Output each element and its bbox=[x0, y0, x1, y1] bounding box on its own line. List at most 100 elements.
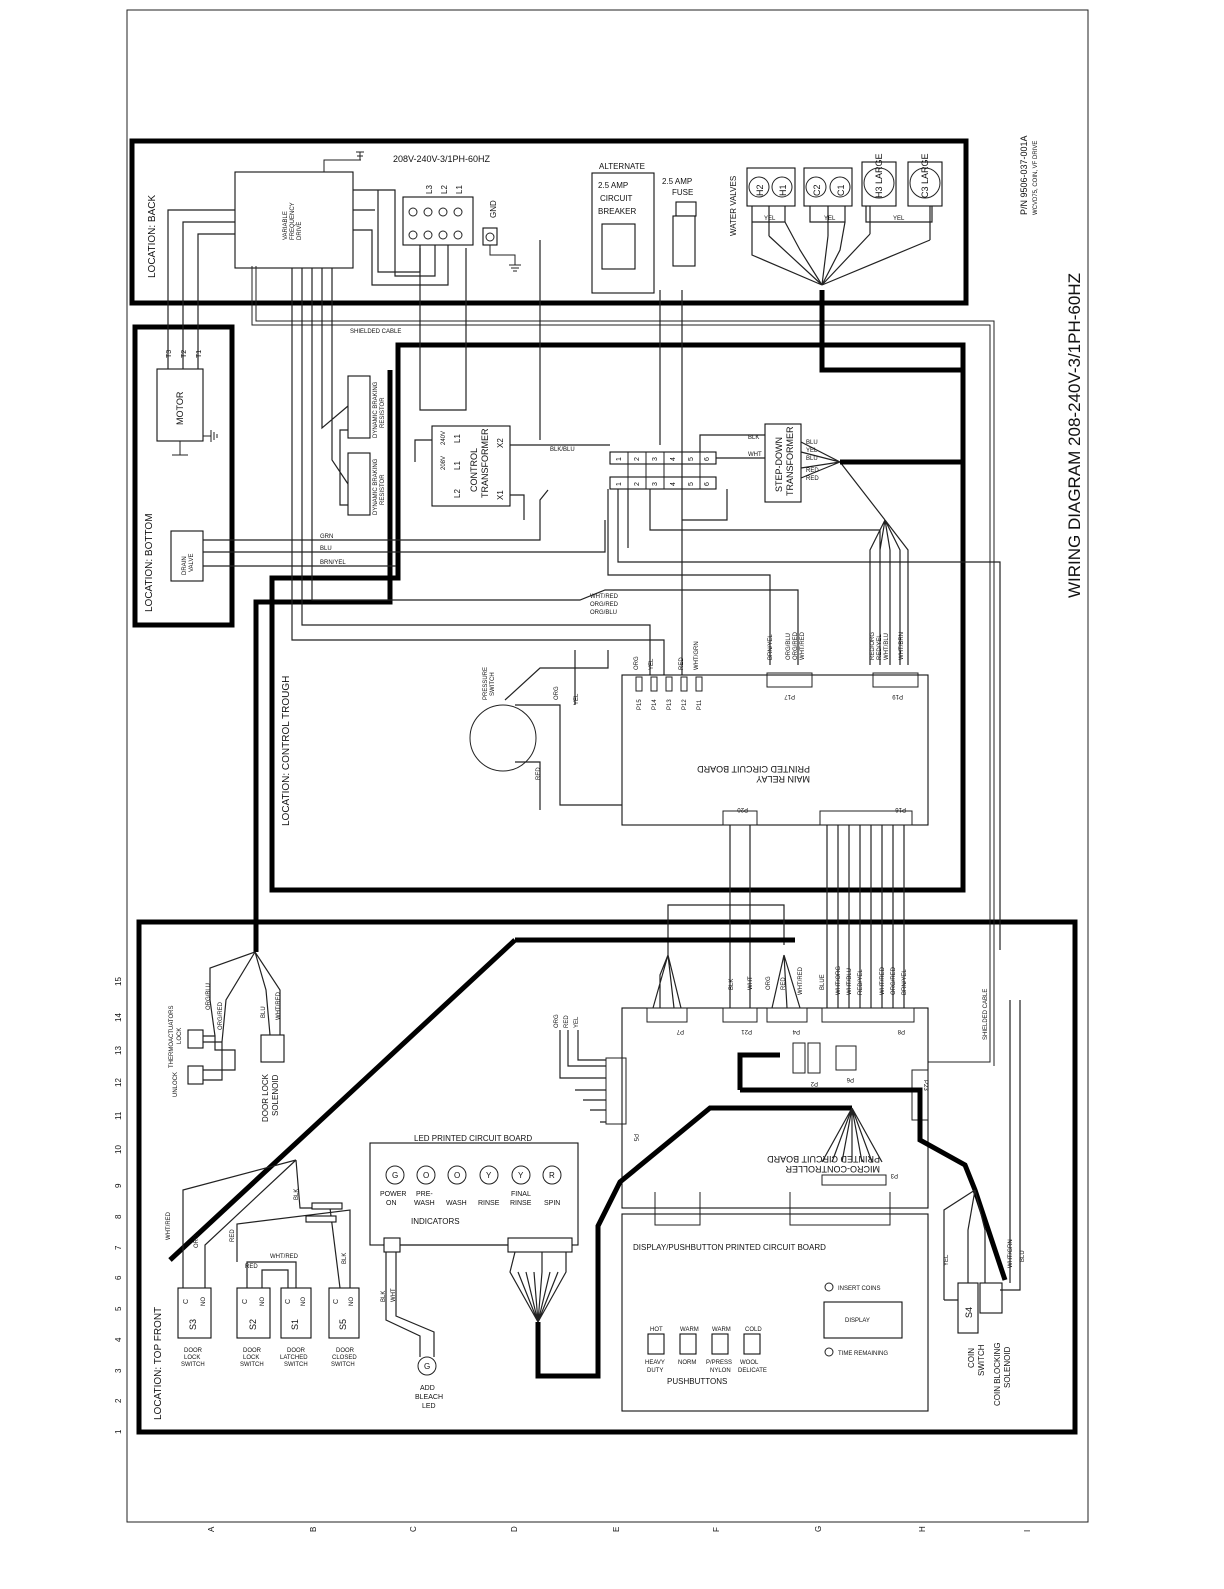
fuse-label: 2.5 AMP FUSE bbox=[662, 177, 694, 197]
wire-label-orgred: ORG/RED bbox=[793, 631, 799, 660]
line-label-l3: L3 bbox=[425, 185, 434, 194]
ruler-number: 13 bbox=[114, 1046, 123, 1055]
breaker-element bbox=[601, 223, 636, 270]
bleach-wires bbox=[385, 1252, 435, 1357]
micro-ribbon bbox=[821, 1107, 883, 1163]
led-board bbox=[369, 1142, 579, 1246]
alternate-label: ALTERNATE bbox=[599, 162, 645, 171]
terminal-4: 4 bbox=[670, 457, 677, 461]
valve-h2 bbox=[748, 176, 770, 198]
wire-label-whtblu: WHT/BLU bbox=[884, 633, 890, 660]
micro-board-label: MICRO-CONTROLLER PRINTED CIRCUIT BOARD bbox=[767, 1154, 880, 1174]
wire-label-red: RED bbox=[564, 1015, 570, 1028]
wire-label-org: ORG bbox=[554, 686, 560, 700]
terminal-5b: 5 bbox=[688, 482, 695, 486]
pressure-switch-wires bbox=[504, 650, 622, 810]
motor-box bbox=[156, 368, 204, 442]
display-label: DISPLAY bbox=[845, 1318, 870, 1324]
led-letter: O bbox=[423, 1171, 429, 1180]
location-bottom-label: LOCATION: BOTTOM bbox=[144, 513, 155, 612]
thermo-lock bbox=[187, 1029, 204, 1049]
pb-label-nylon: P/PRESS NYLON bbox=[706, 1360, 734, 1374]
unlock-label: UNLOCK bbox=[173, 1072, 179, 1097]
line-label-l1: L1 bbox=[455, 185, 464, 194]
pushbutton-norm[interactable] bbox=[679, 1333, 697, 1355]
wire-label-grn: GRN bbox=[320, 534, 333, 540]
micro-pin-p2: P2 bbox=[810, 1080, 818, 1086]
pin-p19: P19 bbox=[892, 693, 903, 699]
pin-p12: P12 bbox=[682, 699, 688, 710]
wire-label-brnyel: BRN/YEL bbox=[902, 969, 908, 995]
wire-label-yel: YEL bbox=[574, 693, 580, 705]
valve-h3-box bbox=[861, 161, 897, 207]
switch-s1-label: DOOR LATCHED SWITCH bbox=[280, 1348, 309, 1368]
wire-label-whtred: WHT/RED bbox=[276, 991, 282, 1020]
pushbutton-wool-delicate[interactable] bbox=[743, 1333, 761, 1355]
main-relay-board bbox=[621, 674, 929, 826]
ruler-letters: A B C D E F G H I bbox=[207, 1526, 1032, 1532]
terminal-3: 3 bbox=[652, 457, 659, 461]
pushbutton-heavy-duty[interactable] bbox=[647, 1333, 665, 1355]
wire-label-whtred: WHT/RED bbox=[590, 594, 619, 600]
coin-wires bbox=[943, 1000, 1021, 1301]
motor-t3: T3 bbox=[166, 350, 173, 358]
pushbutton-ppress-nylon[interactable] bbox=[711, 1333, 729, 1355]
shielded-cable bbox=[251, 266, 995, 1066]
coin-switch-id: S4 bbox=[964, 1307, 974, 1318]
motor-label: MOTOR bbox=[175, 391, 185, 425]
wire-label-redyel: RED/YEL bbox=[858, 969, 864, 995]
led-spin bbox=[542, 1165, 562, 1185]
motor-terminals-wires bbox=[167, 209, 235, 369]
switch-s1-id: S1 bbox=[290, 1319, 300, 1330]
ruler-letter: B bbox=[309, 1527, 318, 1532]
pb-label-norm: NORM bbox=[678, 1360, 696, 1366]
wire-label-orgblu: ORG/BLU bbox=[786, 633, 792, 660]
door-switch-wires bbox=[182, 1159, 351, 1289]
led-letter: O bbox=[454, 1171, 460, 1180]
terminal-5: 5 bbox=[688, 457, 695, 461]
wire-label-yel: YEL bbox=[649, 658, 655, 670]
wire-label-wht: WHT bbox=[748, 976, 754, 990]
switch-s3-id: S3 bbox=[188, 1319, 198, 1330]
switch-c: C bbox=[285, 1299, 292, 1304]
wire-label-blk: BLK bbox=[729, 979, 735, 990]
ruler-letter: F bbox=[712, 1527, 721, 1532]
pin-p20: P20 bbox=[737, 806, 748, 812]
wire-label-blkblu: BLK/BLU bbox=[550, 447, 575, 453]
pushbuttons-label: PUSHBUTTONS bbox=[667, 1377, 727, 1386]
wire-label-orgblu: ORG/BLU bbox=[206, 983, 212, 1010]
wire-label-blue: BLUE bbox=[820, 974, 826, 990]
insert-coins-led bbox=[824, 1282, 834, 1292]
wire-label-red: RED bbox=[806, 468, 819, 474]
micro-pin-p23: P23 bbox=[922, 1080, 928, 1091]
drain-valve-label: DRAIN VALVE bbox=[182, 554, 195, 575]
switch-s5 bbox=[328, 1287, 360, 1339]
ruler-number: 4 bbox=[114, 1337, 123, 1342]
pb-temp-hot: HOT bbox=[650, 1327, 663, 1333]
switch-s2-label: DOOR LOCK SWITCH bbox=[240, 1348, 264, 1368]
ruler-number: 9 bbox=[114, 1183, 123, 1188]
micro-pin-p7: P7 bbox=[676, 1028, 684, 1034]
valve-c3 bbox=[909, 167, 941, 199]
ct-x1: X1 bbox=[496, 490, 505, 500]
p5-wires bbox=[559, 1030, 606, 1123]
ruler-number: 5 bbox=[114, 1306, 123, 1311]
terminal-2: 2 bbox=[634, 457, 641, 461]
wire-label-orgred: ORG/RED bbox=[891, 966, 897, 995]
control-transformer-label: CONTROL TRANSFORMER bbox=[469, 428, 490, 498]
wire-label-whtbrn: WHT/BRN bbox=[899, 632, 905, 660]
valve-label-c2: C2 bbox=[812, 184, 822, 196]
wire-label-org: ORG bbox=[634, 656, 640, 670]
valve-label-h1: H1 bbox=[778, 184, 788, 196]
valve-c2 bbox=[805, 176, 827, 198]
led-conn-left bbox=[383, 1237, 401, 1253]
door-lock-solenoid bbox=[260, 1034, 285, 1063]
wire-label-whtgrn: WHT/GRN bbox=[694, 641, 700, 670]
door-lock-wires bbox=[203, 951, 281, 1081]
bleach-label: ADD BLEACH LED bbox=[415, 1385, 445, 1410]
wire-label-redorg: RED/ORG bbox=[870, 632, 876, 660]
switch-c: C bbox=[242, 1299, 249, 1304]
wire-label-orgred: ORG/RED bbox=[590, 602, 619, 608]
pb-temp-warm: WARM bbox=[712, 1327, 731, 1333]
